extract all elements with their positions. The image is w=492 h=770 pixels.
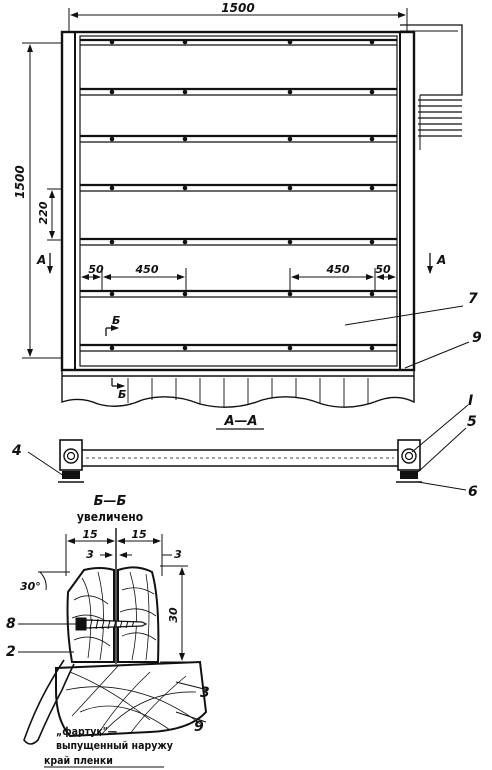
bb-apron (23, 659, 75, 745)
dim-width (68, 8, 408, 33)
dim-height (22, 42, 62, 359)
slat-row (80, 343, 397, 352)
slat-row (80, 87, 397, 96)
dim-left-margin: 50 (88, 263, 104, 276)
dim-width-label: 1500 (221, 1, 254, 15)
slat-row (80, 237, 397, 246)
section-b-top-label: Б (112, 314, 120, 327)
callout-8: 8 (6, 616, 16, 632)
bb-timber-left (66, 567, 115, 663)
callout-2: 2 (6, 644, 16, 660)
slat-rows (80, 38, 397, 352)
slat-row (80, 134, 397, 143)
dim-3-right: 3 (174, 548, 182, 561)
callout-5: 5 (467, 414, 477, 430)
dim-right-margin: 50 (375, 263, 391, 276)
bb-rafter (55, 660, 208, 738)
section-aa-title: А—А (223, 414, 257, 429)
slat-row (80, 38, 397, 46)
dim-right-gap: 450 (326, 263, 350, 276)
slat-row (80, 289, 397, 298)
dim-angle: 30° (20, 580, 41, 593)
apron-note-line2: выпущенный наружу (56, 740, 173, 752)
bb-leader-lines (18, 623, 209, 723)
dim-30: 30 (167, 607, 180, 623)
apron-note-line3: край пленки (44, 755, 113, 767)
dim-15-right: 15 (131, 528, 147, 541)
callout-9-bb: 9 (194, 719, 204, 735)
section-marker-b-bottom (111, 378, 125, 389)
apron-note-line1: „фартук"— (56, 726, 117, 738)
section-bb-subtitle: увеличено (77, 510, 143, 524)
dim-height-label: 1500 (13, 165, 27, 198)
section-a-left-label: А (36, 253, 46, 267)
screw-dots (109, 39, 375, 351)
section-a-right-label: А (436, 253, 446, 267)
section-bb-title: Б—Б (94, 494, 127, 509)
dim-spacing (47, 188, 62, 241)
section-marker-b-top (105, 325, 119, 336)
bb-timber-right (117, 566, 160, 663)
section-b-bottom-label: Б (118, 388, 126, 401)
eave-strip (61, 370, 415, 408)
dim-3-left: 3 (86, 548, 94, 561)
callout-1: I (468, 393, 473, 409)
callout-4: 4 (11, 443, 22, 459)
leader-lines (344, 305, 470, 369)
dim-left-gap: 450 (135, 263, 159, 276)
callout-7: 7 (468, 291, 478, 307)
section-aa-drawing (58, 439, 422, 483)
dim-spacing-label: 220 (37, 201, 50, 224)
callout-3: 3 (200, 685, 210, 701)
aa-leader-lines (27, 404, 469, 491)
dim-screw-spacing (79, 268, 398, 292)
callout-6: 6 (468, 484, 478, 500)
dim-15-left: 15 (82, 528, 98, 541)
top-view (60, 24, 463, 372)
callout-9: 9 (472, 330, 482, 346)
slat-row (80, 183, 397, 192)
bb-screw (75, 617, 148, 631)
